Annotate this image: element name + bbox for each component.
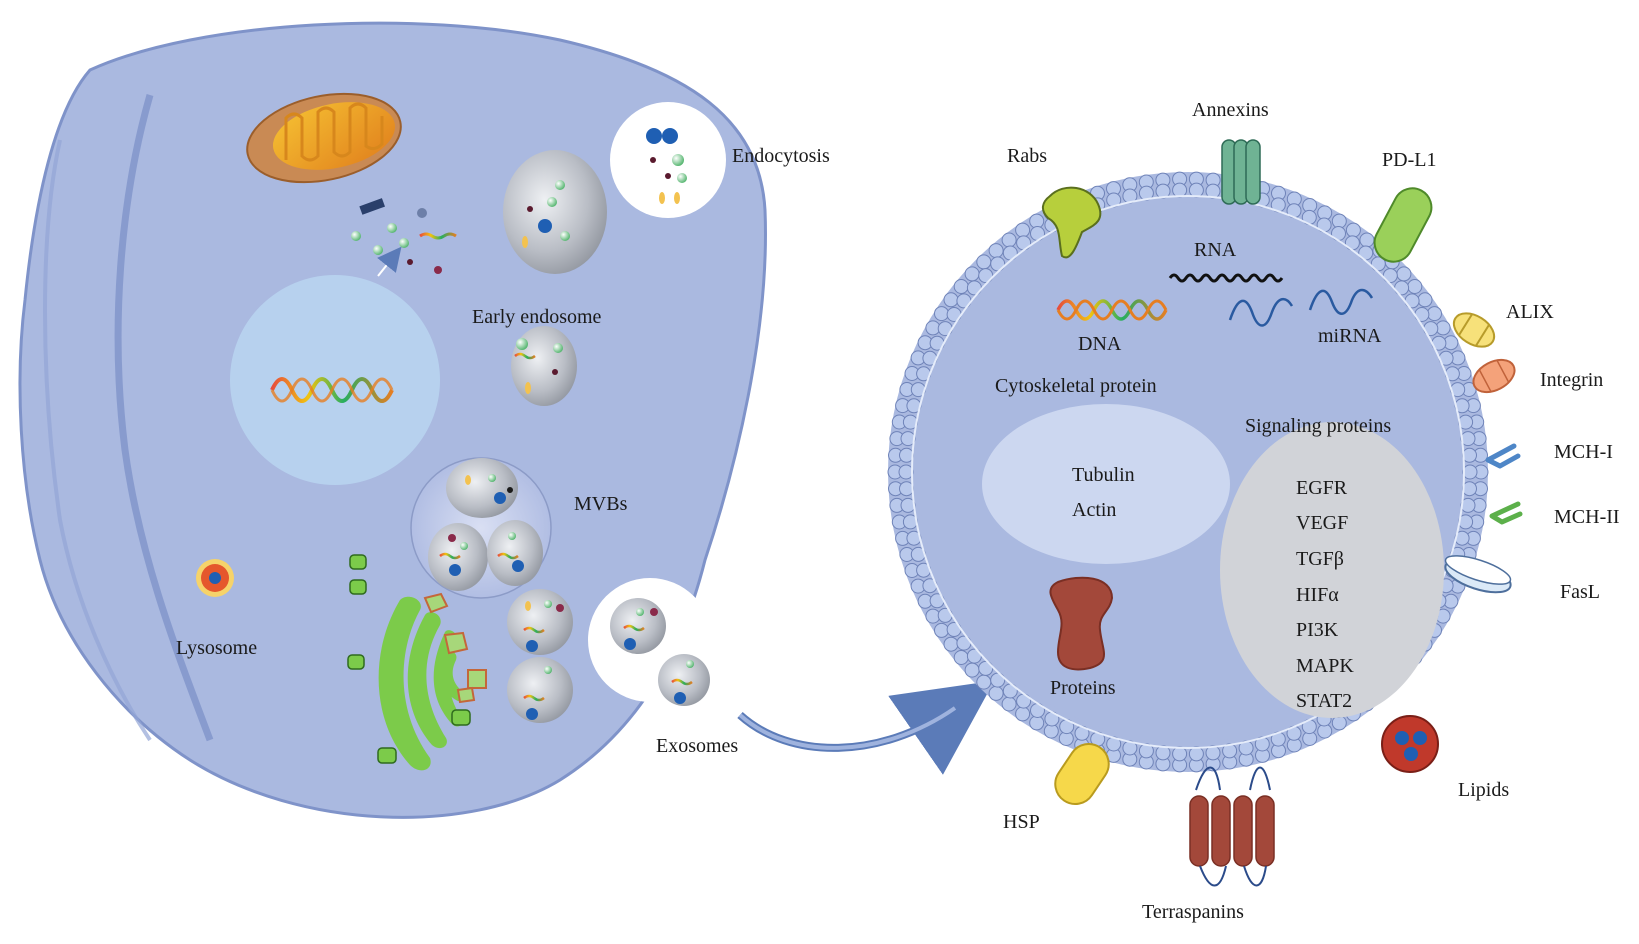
label-integrin: Integrin: [1540, 369, 1604, 391]
terraspanins-protein: [1189, 766, 1275, 887]
lipid-bead: [1015, 222, 1031, 238]
signaling-region: [1220, 422, 1444, 718]
lipid-bead: [1172, 746, 1188, 762]
label-endocytosis: Endocytosis: [732, 145, 830, 167]
lipid-bead: [988, 243, 1004, 259]
lipid-bead: [898, 464, 914, 480]
label-hsp: HSP: [1003, 811, 1040, 833]
lipid-bead: [953, 650, 969, 665]
lipid-bead: [1029, 715, 1045, 731]
lipid-bead: [1462, 464, 1478, 480]
lipid-bead: [976, 254, 992, 270]
rna-strand: [1168, 273, 1284, 283]
mitochondrion: [246, 92, 402, 184]
fasl-protein: [1444, 555, 1512, 594]
lipid-bead: [1001, 232, 1017, 248]
label-early-endosome: Early endosome: [472, 306, 602, 328]
signaling-item: MAPK: [1296, 655, 1354, 677]
label-lysosome: Lysosome: [176, 637, 258, 659]
rabs-protein: [1042, 186, 1102, 259]
mch1-protein: [1485, 443, 1521, 469]
lipid-bead: [1407, 279, 1423, 294]
multivesicular-body: [410, 457, 552, 599]
label-dna: DNA: [1078, 333, 1122, 355]
lipid-bead: [1015, 706, 1031, 722]
label-terraspanins: Terraspanins: [1142, 901, 1244, 923]
label-fasl: FasL: [1560, 581, 1600, 603]
lipid-bead: [1462, 447, 1477, 463]
signaling-item: TGFβ: [1296, 548, 1344, 570]
lipid-bead: [934, 306, 949, 322]
cell-fold: [43, 139, 152, 742]
lipid-bead: [964, 266, 980, 282]
late-endosome: [511, 326, 577, 406]
label-mch1: MCH-I: [1554, 441, 1613, 463]
hsp-protein: [1054, 743, 1110, 805]
lipid-bead: [899, 447, 914, 463]
label-actin: Actin: [1072, 499, 1117, 521]
label-cytoskeletal: Cytoskeletal protein: [995, 375, 1157, 397]
lipid-bead: [1396, 266, 1412, 282]
mirna-strand-1: [1228, 298, 1294, 327]
lipid-bead: [943, 292, 959, 308]
lipid-bead: [934, 622, 949, 638]
cell-cortex: [114, 94, 214, 742]
label-lipids: Lipids: [1458, 779, 1510, 801]
label-proteins: Proteins: [1050, 677, 1116, 699]
label-exosomes: Exosomes: [656, 735, 739, 757]
golgi-apparatus: [347, 554, 487, 771]
signaling-item: PI3K: [1296, 619, 1339, 641]
label-alix: ALIX: [1506, 301, 1554, 323]
lipid-bead: [953, 279, 969, 294]
lipid-bead: [1001, 696, 1017, 712]
exosome-vesicles-intracellular: [507, 589, 573, 723]
lipid-bead: [988, 685, 1004, 701]
signaling-item: EGFR: [1296, 477, 1348, 499]
annexins-protein: [1221, 139, 1261, 205]
lipid-bead: [899, 481, 914, 497]
label-pdl1: PD-L1: [1382, 149, 1437, 171]
alix-protein: [1452, 312, 1496, 348]
lipid-bead: [1172, 182, 1188, 198]
lipid-bead: [943, 636, 959, 652]
lipid-bead: [1359, 232, 1375, 248]
lipid-bead: [1345, 222, 1361, 238]
label-rabs: Rabs: [1007, 145, 1047, 167]
proteins-shape: [1049, 576, 1114, 671]
integrin-protein: [1472, 358, 1516, 394]
lipid-bead: [1188, 182, 1204, 198]
exosome-release-pocket: [588, 578, 712, 706]
lipid-bead: [1331, 715, 1347, 731]
lipid-bead: [1417, 292, 1433, 308]
exosome-detail: [887, 139, 1523, 887]
label-tubulin: Tubulin: [1072, 464, 1135, 486]
endocytosis-vesicle: [610, 102, 726, 218]
lipid-bead: [976, 674, 992, 690]
signaling-item: VEGF: [1296, 512, 1349, 534]
label-rna: RNA: [1194, 239, 1237, 261]
label-mch2: MCH-II: [1554, 506, 1620, 528]
mirna-strand-2: [1308, 288, 1374, 315]
early-endosome: [503, 150, 607, 274]
cytosolic-cargo: [351, 198, 457, 277]
label-annexins: Annexins: [1192, 99, 1269, 121]
lysosome: [196, 559, 234, 597]
label-mvbs: MVBs: [574, 493, 628, 515]
cytoskeletal-region: [982, 404, 1230, 564]
lipid-bead: [1427, 306, 1442, 322]
lipid-bead: [1029, 213, 1045, 229]
signaling-item: STAT2: [1296, 690, 1353, 712]
label-signaling-title: Signaling proteins: [1245, 415, 1392, 437]
lipid-bead: [1462, 481, 1477, 497]
mch2-protein: [1489, 501, 1523, 525]
pdl1-protein: [1373, 187, 1433, 263]
signaling-item: HIFα: [1296, 584, 1339, 606]
lipid-bead: [1188, 746, 1204, 762]
nucleus: [230, 275, 440, 485]
lipid-bead: [1331, 213, 1347, 229]
label-mirna: miRNA: [1318, 325, 1382, 347]
lipid-bead: [964, 662, 980, 678]
lipids-vesicle: [1381, 715, 1439, 773]
